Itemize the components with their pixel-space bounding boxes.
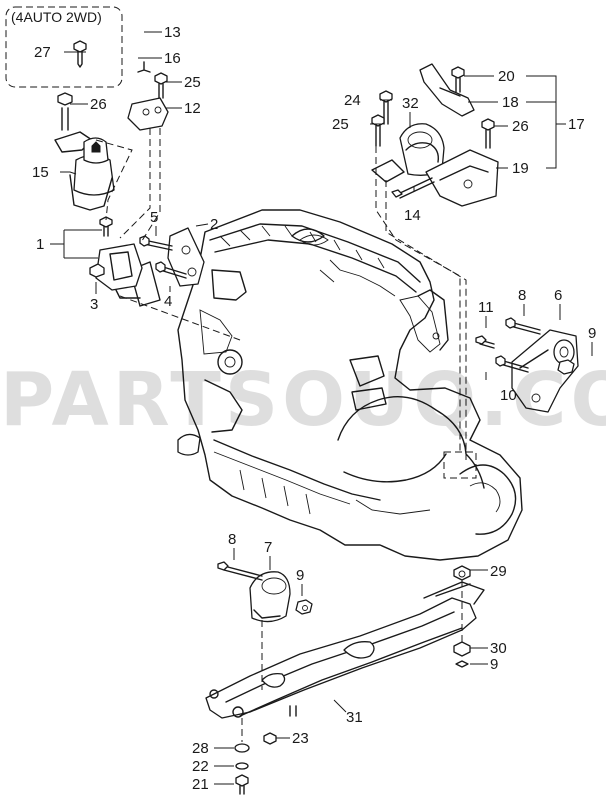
callout-16: 16: [164, 50, 181, 67]
callout-22: 22: [192, 758, 209, 775]
bracket-12: [127, 61, 169, 131]
callout-11: 11: [478, 299, 494, 316]
callout-19: 19: [512, 160, 529, 177]
guide-lines: [95, 128, 477, 742]
callout-9-right: 9: [588, 325, 596, 342]
bracket-2: [139, 227, 205, 287]
leader-lines: [50, 31, 593, 785]
callout-9-lower: 9: [296, 567, 304, 584]
watermark: PARTSOUQ.COM: [0, 357, 606, 443]
inset-label: (4AUTO 2WD): [11, 9, 102, 25]
callout-13: 13: [164, 24, 181, 41]
callout-27: 27: [34, 44, 51, 61]
mount-1: [89, 216, 143, 299]
callout-2: 2: [210, 216, 218, 233]
callout-8-right: 8: [518, 287, 526, 304]
mount-7: [217, 561, 313, 623]
engine-block: [129, 209, 523, 561]
callout-6: 6: [554, 287, 562, 304]
callout-26-right: 26: [512, 118, 529, 135]
callout-30: 30: [490, 640, 507, 657]
callout-31: 31: [346, 709, 363, 726]
bolt-stack-21-28: [234, 732, 277, 795]
mount-15: [54, 92, 115, 211]
callout-17: 17: [568, 116, 585, 133]
mount-6: [475, 317, 579, 413]
callout-9-bottom: 9: [490, 656, 498, 673]
callout-28: 28: [192, 740, 209, 757]
bolt-27: [73, 40, 87, 68]
callout-14: 14: [404, 207, 421, 224]
callout-18: 18: [502, 94, 519, 111]
callout-3: 3: [90, 296, 98, 313]
crossmember-31: [205, 565, 485, 719]
callout-21: 21: [192, 776, 209, 793]
callout-24: 24: [344, 92, 361, 109]
callout-12: 12: [184, 100, 201, 117]
callout-5: 5: [150, 209, 158, 226]
callout-4: 4: [164, 293, 172, 310]
callout-25-right: 25: [332, 116, 349, 133]
callout-25-top: 25: [184, 74, 201, 91]
callout-29: 29: [490, 563, 507, 580]
callout-8-lower: 8: [228, 531, 236, 548]
callout-26-left: 26: [90, 96, 107, 113]
callout-15: 15: [32, 164, 49, 181]
callout-32: 32: [402, 95, 419, 112]
callout-numbers: 13 16 25 12 26 27 15 1 3 5 4 2 24 25 32 …: [32, 24, 596, 793]
mount-group-17: [371, 63, 499, 207]
callout-7: 7: [264, 539, 272, 556]
callout-10: 10: [500, 387, 517, 404]
callout-20: 20: [498, 68, 515, 85]
inset-4auto-2wd: (4AUTO 2WD): [5, 6, 123, 88]
callout-23: 23: [292, 730, 309, 747]
callout-1: 1: [36, 236, 44, 253]
